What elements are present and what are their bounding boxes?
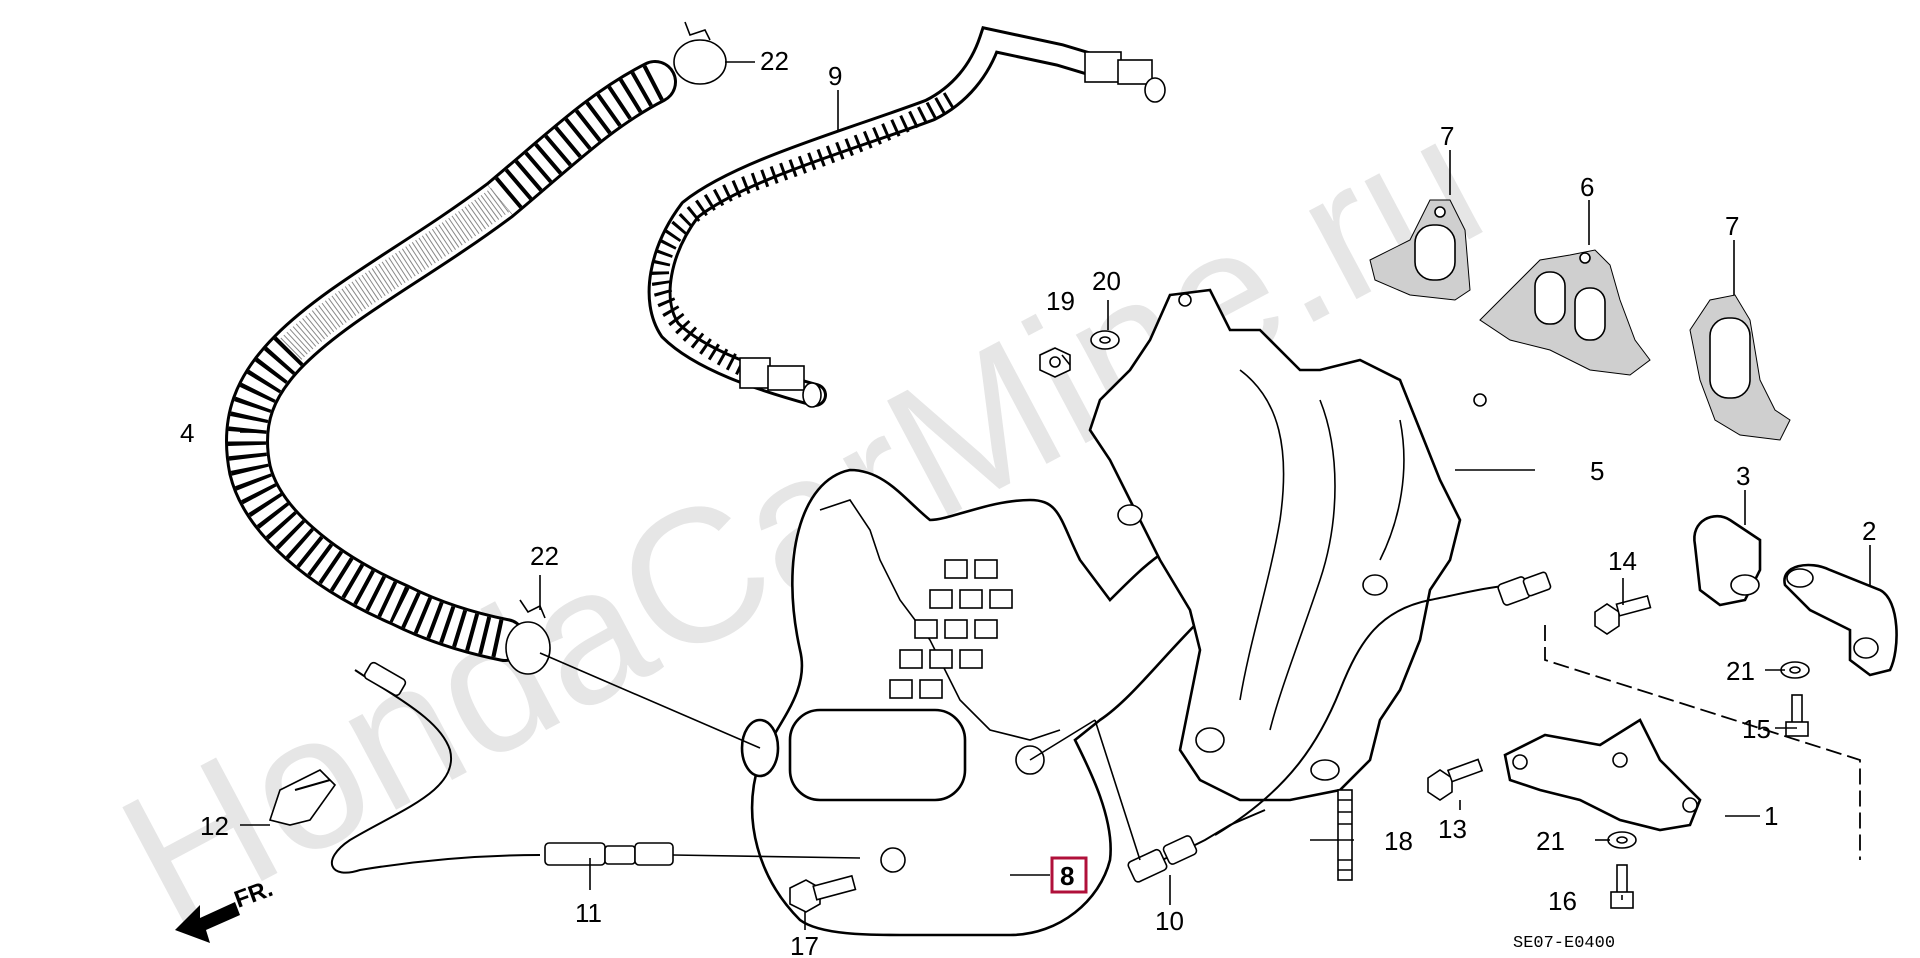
- part-4-hose[interactable]: [225, 60, 677, 662]
- callout-7-right[interactable]: 7: [1725, 211, 1739, 241]
- callout-10[interactable]: 10: [1155, 906, 1184, 936]
- callout-11[interactable]: 11: [575, 898, 602, 928]
- front-arrow-icon: [175, 902, 240, 943]
- callout-17[interactable]: 17: [790, 931, 819, 958]
- part-2-bracket[interactable]: [1783, 563, 1898, 677]
- callout-2[interactable]: 2: [1862, 516, 1876, 546]
- diagram-code: SE07-E0400: [1513, 934, 1615, 953]
- callout-20[interactable]: 20: [1092, 266, 1121, 296]
- part-16-bolt[interactable]: [1610, 864, 1634, 909]
- part-8-heat-shield[interactable]: [740, 468, 1231, 937]
- guide-lines: [1544, 625, 1861, 860]
- callout-15[interactable]: 15: [1742, 714, 1771, 744]
- part-7-gasket-left[interactable]: [1369, 199, 1471, 301]
- callout-8-highlight-box: [1050, 856, 1088, 894]
- callout-22-top[interactable]: 22: [760, 46, 789, 76]
- part-11-oxygen-sensor[interactable]: [330, 661, 674, 874]
- part-12-clip[interactable]: [268, 769, 337, 826]
- callout-6[interactable]: 6: [1580, 172, 1594, 202]
- part-15-bolt[interactable]: [1785, 694, 1809, 737]
- callout-19[interactable]: 19: [1046, 286, 1075, 316]
- callout-1[interactable]: 1: [1764, 801, 1778, 831]
- part-17-bolt[interactable]: [789, 874, 857, 913]
- part-18-stud[interactable]: [1337, 789, 1353, 881]
- callout-4[interactable]: 4: [180, 418, 194, 448]
- callout-22-bottom[interactable]: 22: [530, 541, 559, 571]
- part-6-gasket-center[interactable]: [1479, 249, 1651, 376]
- part-21-washer-upper[interactable]: [1780, 661, 1810, 679]
- part-3-bracket[interactable]: [1693, 514, 1762, 607]
- callout-14[interactable]: 14: [1608, 546, 1637, 576]
- callout-8[interactable]: 8: [1060, 861, 1074, 891]
- part-19-nut[interactable]: [1039, 347, 1071, 378]
- callout-5[interactable]: 5: [1590, 456, 1604, 486]
- part-7-gasket-right[interactable]: [1689, 294, 1791, 441]
- leader-lines: [240, 61, 1871, 930]
- callouts: 22 9 7 6 7 19 20 4 5 3 2 14 22 21 15 1 1…: [180, 46, 1876, 958]
- callout-21-lower[interactable]: 21: [1536, 826, 1565, 856]
- part-5-exhaust-manifold[interactable]: [1088, 288, 1487, 802]
- callout-12[interactable]: 12: [200, 811, 229, 841]
- callout-9[interactable]: 9: [828, 61, 842, 91]
- callout-18[interactable]: 18: [1384, 826, 1413, 856]
- callout-3[interactable]: 3: [1736, 461, 1750, 491]
- part-14-bolt[interactable]: [1594, 594, 1652, 635]
- callout-13[interactable]: 13: [1438, 814, 1467, 844]
- part-10-oxygen-sensor[interactable]: [1127, 571, 1552, 883]
- part-21-washer-lower[interactable]: [1607, 831, 1637, 849]
- callout-21-upper[interactable]: 21: [1726, 656, 1755, 686]
- part-22-clamp-top[interactable]: [673, 21, 727, 85]
- part-9-pipe[interactable]: [647, 26, 1166, 408]
- callout-16[interactable]: 16: [1548, 886, 1577, 916]
- part-13-bolt[interactable]: [1427, 758, 1484, 801]
- part-1-bracket[interactable]: [1503, 718, 1702, 832]
- callout-7-left[interactable]: 7: [1440, 121, 1454, 151]
- part-22-clamp-bottom[interactable]: [505, 599, 551, 675]
- part-20-washer[interactable]: [1090, 330, 1120, 350]
